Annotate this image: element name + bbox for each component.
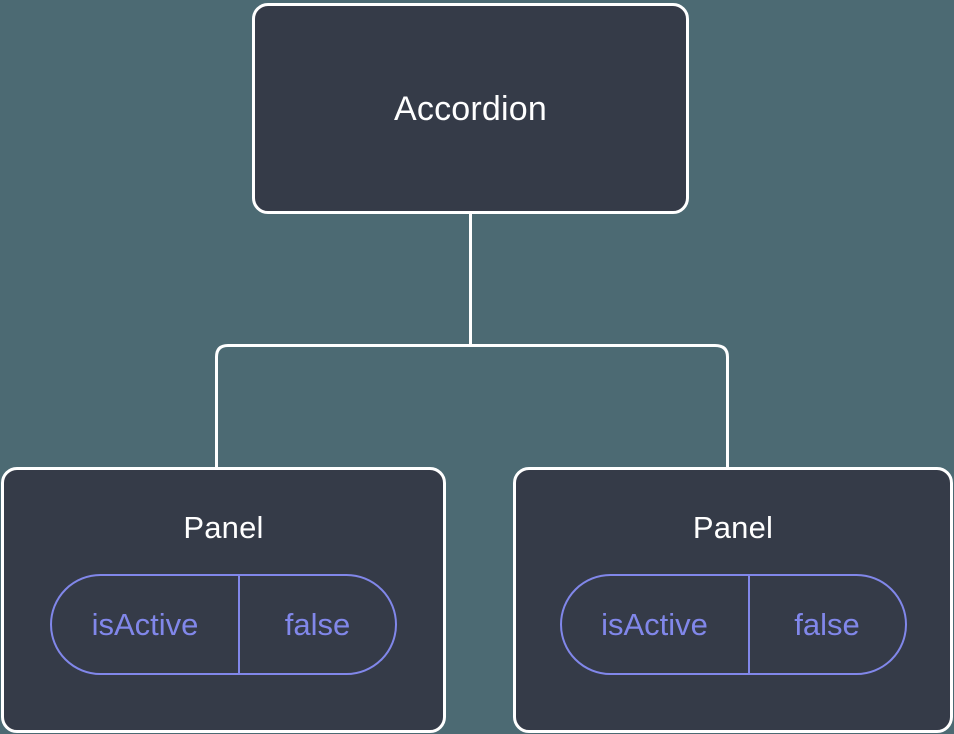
node-panel-1-title: Panel bbox=[183, 510, 264, 545]
prop-pill-panel-2[interactable]: isActive false bbox=[559, 574, 907, 675]
edge-to-panel-left bbox=[215, 344, 471, 467]
node-panel-1[interactable]: Panel isActive false bbox=[1, 467, 446, 733]
prop-key-panel-1: isActive bbox=[91, 607, 199, 642]
edge-to-panel-right bbox=[470, 344, 729, 467]
prop-value-panel-1: false bbox=[238, 576, 395, 673]
prop-pill-panel-1[interactable]: isActive false bbox=[50, 574, 397, 675]
node-accordion[interactable]: Accordion bbox=[252, 3, 689, 214]
prop-value-panel-2: false bbox=[747, 576, 905, 673]
node-panel-2-title: Panel bbox=[692, 510, 774, 545]
node-panel-2[interactable]: Panel isActive false bbox=[513, 467, 953, 733]
node-accordion-title: Accordion bbox=[394, 89, 547, 128]
prop-key-panel-2: isActive bbox=[601, 607, 708, 642]
